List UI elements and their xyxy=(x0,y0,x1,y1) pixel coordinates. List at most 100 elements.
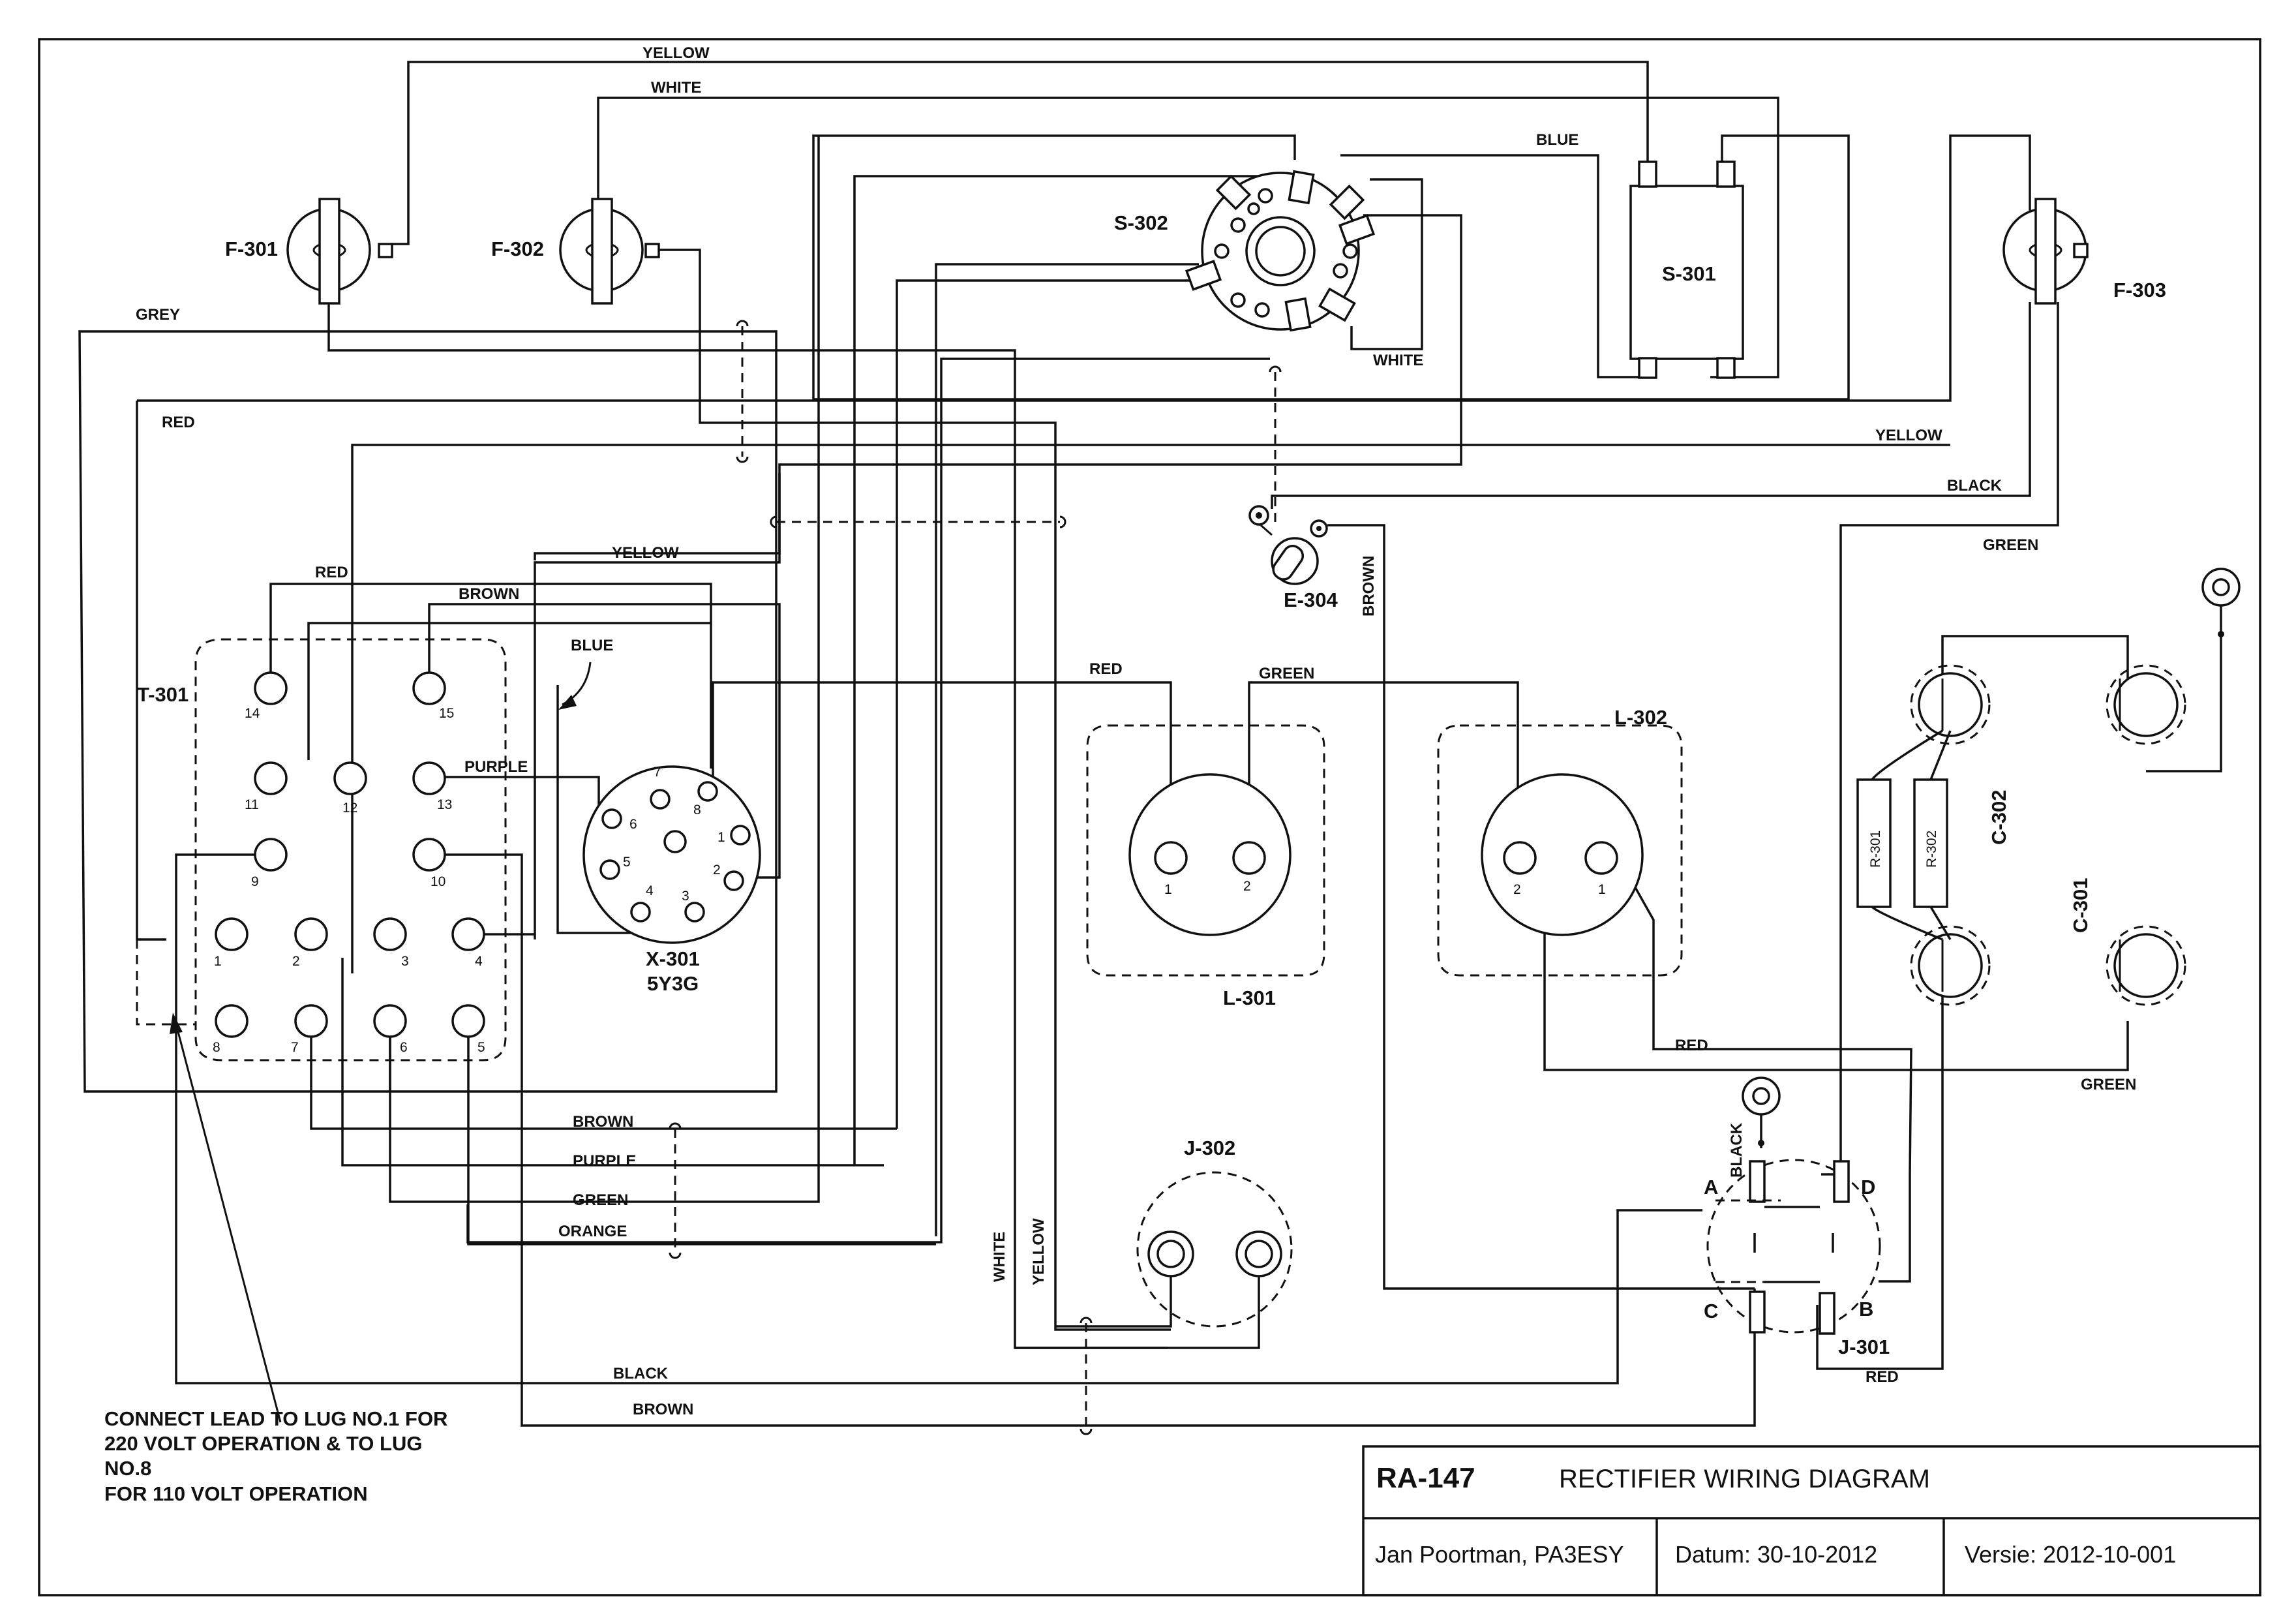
j301-pin-d: D xyxy=(1861,1176,1875,1198)
t301-pin: 14 xyxy=(245,706,260,721)
label-white-v: WHITE xyxy=(991,1232,1008,1282)
label-purple-b: PURPLE xyxy=(573,1152,636,1170)
j301-pin-b: B xyxy=(1859,1298,1873,1320)
wire-blue xyxy=(1340,154,1649,378)
lamp-e304: E-304 BROWN xyxy=(1248,505,1378,617)
label-red-left: RED xyxy=(162,414,195,431)
x301-pin: 8 xyxy=(693,802,701,817)
wire-purple xyxy=(429,776,600,814)
label-green-b: GREEN xyxy=(573,1191,628,1209)
title-text: RECTIFIER WIRING DIAGRAM xyxy=(1559,1465,1930,1493)
t301-pin: 6 xyxy=(400,1040,408,1055)
l301-pin: 1 xyxy=(1164,882,1172,897)
t301-pin: 9 xyxy=(251,874,259,889)
label-red-t: RED xyxy=(315,564,348,581)
x301-pin: 5 xyxy=(623,855,631,870)
wire-t10 xyxy=(429,853,1756,1427)
label-brown-bottom: BROWN xyxy=(633,1401,693,1418)
resistors: R-301 R-302 xyxy=(1856,778,1948,908)
wire-purple-b xyxy=(341,958,854,1167)
wire-x301-left xyxy=(556,685,631,934)
wire-black-right xyxy=(1271,302,2031,509)
wire-c302-bot xyxy=(1816,966,1944,1370)
operation-note: CONNECT LEAD TO LUG NO.1 FOR 220 VOLT OP… xyxy=(104,1407,447,1505)
label-yellow-x: YELLOW xyxy=(612,544,679,562)
x301-pin: 4 xyxy=(646,883,654,898)
transformer-t301: T-301 14 15 11 12 13 9 10 1 xyxy=(136,638,507,1061)
l301-pin: 2 xyxy=(1243,879,1251,894)
label-red-l301: RED xyxy=(1089,660,1123,678)
label-green-right: GREEN xyxy=(1983,536,2038,554)
title-author: Jan Poortman, PA3ESY xyxy=(1375,1541,1624,1568)
ground-lug-right xyxy=(2201,568,2241,637)
switch-s301: S-301 xyxy=(1629,160,1744,379)
t301-pins xyxy=(215,671,485,1038)
f302-label: F-302 xyxy=(491,237,544,260)
t301-pin: 8 xyxy=(213,1040,220,1055)
t301-pin: 12 xyxy=(342,801,357,816)
label-brown-b: BROWN xyxy=(573,1113,633,1131)
wire-red-l302 xyxy=(1623,867,1912,1283)
s302-label: S-302 xyxy=(1114,211,1168,234)
e304-label: E-304 xyxy=(1284,588,1338,611)
wire-red-t xyxy=(269,583,712,769)
f301-label: F-301 xyxy=(225,237,278,260)
wire-s302-a xyxy=(1350,178,1423,350)
drawing-border xyxy=(38,38,2261,1596)
l301-label: L-301 xyxy=(1223,986,1276,1009)
note-line-3: NO.8 xyxy=(104,1457,151,1480)
label-yellow-top: YELLOW xyxy=(642,44,710,62)
x301-pin: 2 xyxy=(713,862,721,878)
wire-t9 xyxy=(175,853,1702,1384)
j301-pin-a: A xyxy=(1704,1176,1718,1198)
l302-pin: 2 xyxy=(1513,882,1521,897)
wire-s302-d xyxy=(896,279,1202,1129)
t301-pin: 15 xyxy=(439,706,454,721)
wire-labels: YELLOW WHITE BLUE GREY RED WHITE YELLOW … xyxy=(136,44,2136,1418)
t301-pin: 3 xyxy=(401,954,409,969)
title-version: Versie: 2012-10-001 xyxy=(1965,1541,2176,1568)
wire-j302-b xyxy=(1015,1254,1260,1349)
t301-label: T-301 xyxy=(137,683,189,706)
jack-j302: J-302 xyxy=(1136,1137,1293,1328)
c302-label: C-302 xyxy=(1987,790,2010,845)
dashed-jumpers xyxy=(669,320,1282,1435)
j301-pin-c: C xyxy=(1704,1300,1718,1322)
label-white-s302: WHITE xyxy=(1373,352,1423,369)
label-grey: GREY xyxy=(136,306,180,324)
wire-brown-t xyxy=(428,603,781,879)
label-black-j: BLACK xyxy=(1728,1122,1745,1178)
label-red-j301: RED xyxy=(1865,1368,1899,1386)
label-brown-t: BROWN xyxy=(459,585,519,603)
capacitors: C-302 C-301 xyxy=(1871,664,2186,1006)
title-date: Datum: 30-10-2012 xyxy=(1675,1541,1877,1568)
x301-pin: 7 xyxy=(654,765,661,780)
note-line-1: CONNECT LEAD TO LUG NO.1 FOR xyxy=(104,1407,447,1430)
wire-yellow-x xyxy=(534,473,781,939)
t301-pin: 2 xyxy=(292,954,300,969)
x301-label: X-301 xyxy=(646,947,700,970)
wire-f302-low xyxy=(657,249,1171,1331)
wire-red-left-v xyxy=(136,401,166,941)
r302-label: R-302 xyxy=(1924,831,1939,868)
switch-s302: S-302 xyxy=(1114,170,1376,332)
label-blue-top: BLUE xyxy=(1536,131,1578,149)
fuse-f301: F-301 xyxy=(225,198,393,305)
wire-brown-t2 xyxy=(307,622,711,760)
fuse-f302: F-302 xyxy=(491,198,660,305)
wire-orange-b xyxy=(467,1022,936,1245)
t301-outline xyxy=(194,638,507,1061)
wire-s302-e xyxy=(935,263,1199,1236)
wire-brown-e xyxy=(1327,524,1755,1290)
label-white-top: WHITE xyxy=(651,79,701,97)
wire-j302-a xyxy=(1055,1254,1172,1328)
x301-pin: 3 xyxy=(682,889,689,904)
note-line-4: FOR 110 VOLT OPERATION xyxy=(104,1482,368,1505)
t301-pin: 4 xyxy=(475,954,483,969)
j301-label: J-301 xyxy=(1838,1336,1890,1358)
s301-label: S-301 xyxy=(1662,262,1716,285)
wires xyxy=(78,61,2222,1427)
choke-l302: 2 1 L-302 xyxy=(1437,706,1683,977)
label-yellow-v: YELLOW xyxy=(1030,1218,1048,1285)
